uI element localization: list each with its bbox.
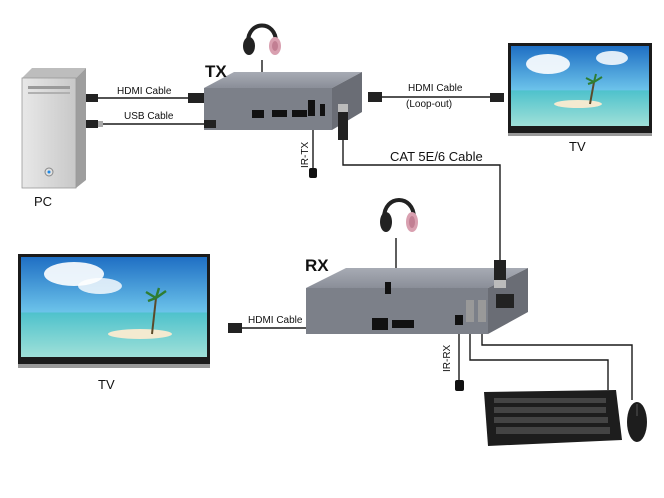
- hdmi-cable-loop-label: HDMI Cable: [408, 83, 463, 94]
- ir-rx-label: IR-RX: [442, 344, 453, 372]
- hdmi-cable-pc-label: HDMI Cable: [117, 86, 172, 97]
- tv-bottom-left: [18, 254, 210, 368]
- pc-plugs: [86, 94, 103, 128]
- rx-plugs: [228, 260, 506, 391]
- loop-out-label: (Loop-out): [406, 99, 453, 110]
- ir-tx-label: IR-TX: [300, 141, 311, 168]
- cat-cable: [342, 140, 501, 262]
- keyboard-icon: [484, 390, 622, 446]
- pc-label: PC: [34, 194, 53, 209]
- cat-cable-label: CAT 5E/6 Cable: [390, 149, 483, 164]
- rx-extender: [306, 268, 528, 334]
- tv-bottom-label: TV: [98, 377, 115, 392]
- tv-top-label: TV: [569, 139, 586, 154]
- mouse-icon: [627, 402, 647, 442]
- tx-plugs: [188, 92, 382, 178]
- headphones-rx-icon: [380, 198, 418, 232]
- pc-tower: [21, 68, 86, 189]
- tv-top-right: [508, 43, 652, 136]
- usb-cable-pc-label: USB Cable: [124, 111, 174, 122]
- hdmi-cable-rx-label: HDMI Cable: [248, 315, 303, 326]
- headphones-tx-icon: [243, 23, 281, 55]
- tx-label: TX: [205, 62, 227, 81]
- rx-label: RX: [305, 256, 329, 275]
- usb-keyboard-cable: [469, 320, 609, 390]
